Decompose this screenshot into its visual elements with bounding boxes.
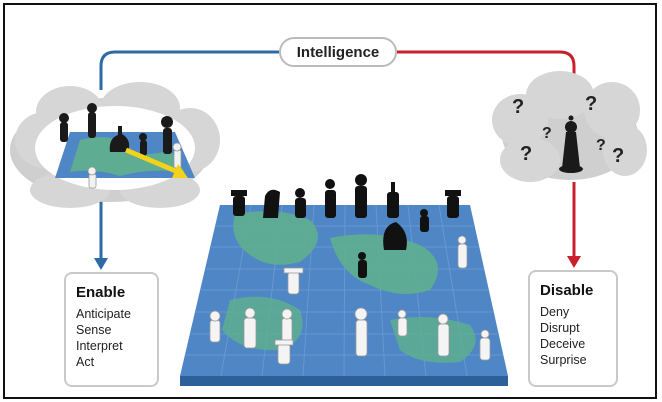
enable-item: Anticipate — [76, 307, 131, 321]
disable-item: Deny — [540, 305, 570, 319]
enable-item: Sense — [76, 323, 112, 337]
question-mark: ? — [585, 93, 597, 115]
board-continent-a — [233, 211, 318, 265]
disable-connector — [397, 50, 576, 82]
question-mark: ? — [596, 137, 606, 154]
disable-card: Disable Deny Disrupt Deceive Surprise — [528, 270, 618, 387]
enable-arrowhead — [94, 258, 108, 270]
intelligence-label: Intelligence — [279, 37, 397, 67]
left-cloud-pieces — [59, 103, 173, 156]
board-continent-d — [390, 316, 476, 363]
board-continent-b — [330, 234, 438, 294]
chess-board — [180, 204, 508, 386]
disable-title: Disable — [540, 282, 594, 299]
question-mark: ? — [612, 145, 624, 167]
enable-item: Act — [76, 355, 95, 369]
move-arrow — [125, 147, 188, 178]
enable-card: Enable Anticipate Sense Interpret Act — [64, 272, 159, 387]
question-mark: ? — [542, 125, 552, 142]
left-cloud-white-pieces — [87, 142, 182, 189]
disable-item: Disrupt — [540, 321, 580, 335]
question-mark: ? — [520, 143, 532, 165]
question-mark: ? — [512, 96, 524, 118]
black-queen-piece — [559, 115, 583, 173]
disable-arrowhead — [567, 256, 581, 268]
enable-title: Enable — [76, 284, 126, 301]
disable-item: Deceive — [540, 337, 586, 351]
black-pieces — [231, 174, 461, 278]
disable-item: Surprise — [540, 353, 587, 367]
white-pieces — [209, 235, 491, 365]
enable-connector — [99, 50, 279, 90]
enable-item: Interpret — [76, 339, 123, 353]
